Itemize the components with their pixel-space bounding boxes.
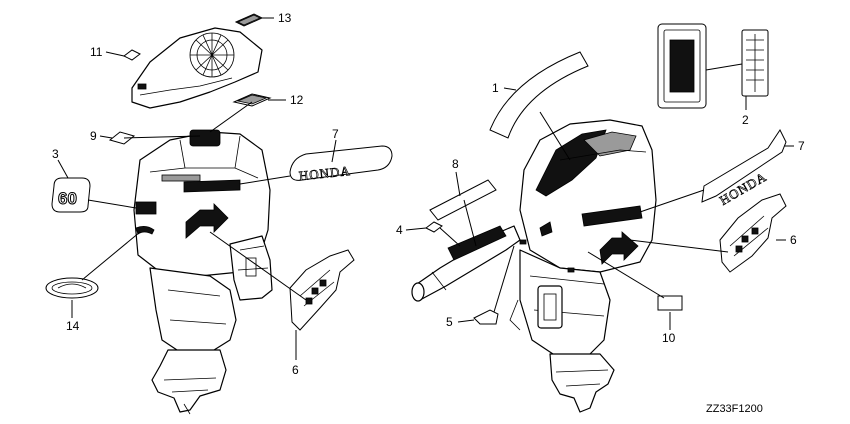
right-midsection	[519, 249, 611, 357]
callout-5: 5	[446, 315, 453, 329]
left-outboard-motor	[131, 27, 273, 415]
callout-6-left: 6	[292, 363, 299, 377]
callout-13: 13	[278, 11, 292, 25]
callout-2: 2	[742, 113, 749, 127]
callout-7-left: 7	[332, 127, 339, 141]
decal-honda-left-text: HONDA	[298, 163, 351, 183]
diagram-code: ZZ33F1200	[706, 403, 763, 415]
callout-4: 4	[396, 223, 403, 237]
callout-3: 3	[52, 147, 59, 161]
callout-10: 10	[662, 331, 676, 345]
decal-honda-left: HONDA	[289, 145, 393, 184]
right-outboard-motor	[411, 119, 657, 413]
decal-oval-emblem	[45, 277, 99, 299]
left-lower-unit	[151, 349, 227, 413]
flywheel-cover	[131, 27, 263, 109]
callout-8: 8	[452, 157, 459, 171]
decal-60-badge: 60	[51, 177, 91, 213]
right-lower-unit	[549, 353, 615, 413]
callout-7-right: 7	[798, 139, 805, 153]
callout-14: 14	[66, 319, 80, 333]
decal-top-strip	[489, 51, 589, 139]
decal-60-text: 60	[58, 189, 77, 208]
callout-11: 11	[90, 45, 103, 59]
callout-6-right: 6	[790, 233, 797, 247]
leader-lines	[57, 17, 794, 360]
left-midsection	[149, 267, 237, 353]
callout-12: 12	[290, 93, 304, 107]
decal-bracket-right	[719, 193, 787, 273]
decal-front-panel	[657, 23, 769, 109]
callout-9: 9	[90, 129, 97, 143]
callout-1: 1	[492, 81, 499, 95]
decal-bracket-left	[289, 249, 355, 331]
